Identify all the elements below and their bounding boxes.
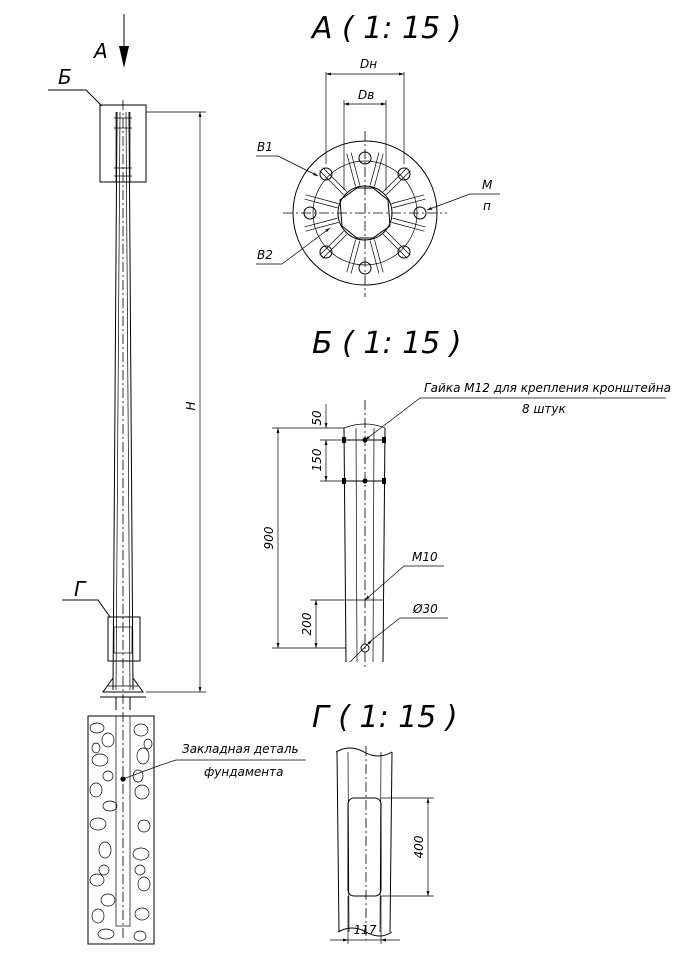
flange-rib: [350, 152, 361, 186]
flange-rib: [319, 170, 344, 196]
section-g: Г ( 1: 15 ) 400 117: [312, 700, 458, 944]
flange-rib: [322, 167, 348, 192]
callout-b: Б: [48, 65, 147, 183]
flange-rib: [304, 198, 338, 209]
foundation-stone: [100, 893, 116, 907]
flange-ribs: [304, 152, 426, 274]
nut-note-line1: Гайка М12 для крепления кронштейна: [424, 381, 671, 395]
label-m: М: [482, 178, 493, 192]
section-g-title: Г ( 1: 15 ): [312, 700, 458, 735]
section-a: А ( 1: 15 ) Dн Dв: [256, 11, 500, 297]
height-dimension: H: [146, 111, 206, 693]
flange-rib: [346, 153, 356, 187]
section-b: Б ( 1: 15 ) Гайка М12 для крепления крон…: [262, 326, 671, 668]
foundation-stone: [134, 864, 146, 876]
flange-rib: [392, 217, 426, 228]
foundation-stone: [134, 784, 150, 800]
flange-bolt-holes: [303, 151, 427, 275]
flange-rib: [350, 240, 361, 274]
foundation-note-line2: фундамента: [204, 765, 283, 779]
flange-rib: [305, 222, 339, 232]
foundation-stone: [89, 722, 105, 734]
foundation-stone: [91, 742, 101, 754]
foundation-stone: [137, 876, 151, 892]
dim-117: 117: [354, 923, 377, 937]
foundation-stone: [136, 747, 150, 765]
flange-rib: [322, 234, 348, 259]
foundation-note-line1: Закладная деталь: [182, 742, 299, 756]
foundation-stone: [134, 907, 150, 921]
label-n: п: [483, 199, 491, 213]
foundation-stone: [143, 738, 153, 750]
section-b-title: Б ( 1: 15 ): [312, 326, 462, 361]
foundation-stone: [97, 928, 115, 940]
foundation-stone: [91, 753, 109, 767]
view-arrow-a: А: [92, 14, 129, 68]
flange-rib: [305, 194, 339, 204]
flange-rib: [391, 222, 425, 232]
flange-rib: [386, 170, 411, 196]
flange-rib: [382, 167, 408, 192]
dim-150: 150: [310, 448, 324, 471]
flange-rib: [386, 230, 411, 256]
dim-200: 200: [300, 612, 314, 635]
base-flange: [100, 677, 146, 710]
flange-rib: [346, 239, 356, 273]
dim-900: 900: [262, 526, 276, 549]
label-b2: В2: [257, 248, 273, 262]
dim-dn: Dн: [360, 57, 377, 71]
foundation-stone: [102, 800, 118, 812]
foundation-stone: [137, 819, 151, 833]
foundation: Закладная деталь фундамента: [87, 715, 306, 945]
label-m10: М10: [412, 550, 438, 564]
flange-rib: [369, 152, 380, 186]
pole-elevation: А Б Г: [48, 14, 306, 945]
flange-rib: [391, 194, 425, 204]
foundation-stone: [132, 769, 144, 783]
callout-g-label: Г: [74, 577, 87, 601]
foundation-stone: [91, 908, 105, 924]
foundation-stone: [133, 723, 149, 737]
foundation-stone: [98, 864, 110, 876]
flange-rib: [304, 217, 338, 228]
foundation-stone: [89, 817, 107, 831]
callout-g: Г: [62, 577, 141, 662]
label-d30: Ø30: [412, 602, 438, 616]
foundation-stone: [89, 782, 103, 798]
foundation-stone: [98, 841, 112, 859]
dim-50: 50: [310, 410, 324, 426]
flange-rib: [392, 198, 426, 209]
view-arrow-a-label: А: [92, 39, 108, 63]
pole-shaft: [112, 100, 134, 940]
label-b1: В1: [257, 140, 273, 154]
flange-rib: [319, 230, 344, 256]
flange-rib: [369, 240, 380, 274]
nut-note-line2: 8 штук: [522, 402, 567, 416]
foundation-stone: [102, 770, 114, 782]
dim-400: 400: [412, 835, 426, 858]
flange-rib: [374, 153, 384, 187]
flange-rib: [382, 234, 408, 259]
height-dimension-label: H: [184, 401, 198, 410]
callout-b-label: Б: [58, 65, 72, 89]
section-a-title: А ( 1: 15 ): [310, 11, 461, 46]
dim-dv: Dв: [358, 88, 374, 102]
foundation-stone: [89, 873, 105, 887]
foundation-stone: [132, 847, 150, 861]
foundation-stone: [133, 930, 147, 942]
foundation-stones: [89, 722, 153, 942]
foundation-stone: [101, 732, 115, 748]
flange-rib: [374, 239, 384, 273]
